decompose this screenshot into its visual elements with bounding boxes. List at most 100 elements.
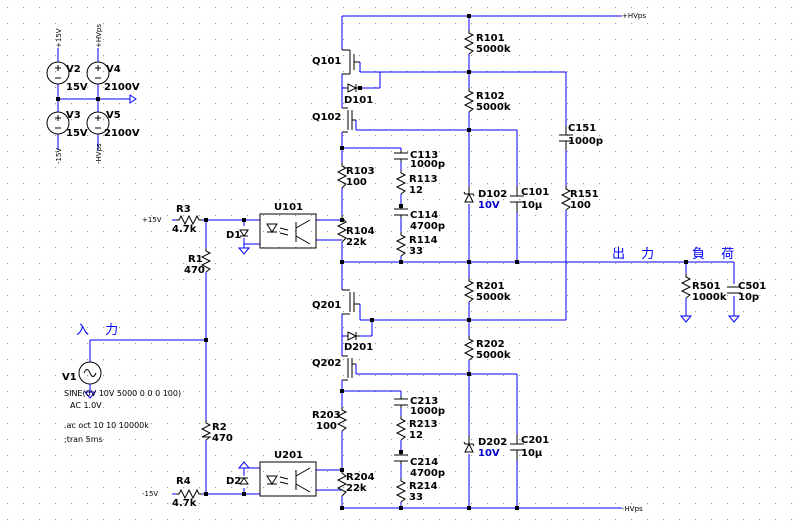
q201-ref: Q201 [312,300,341,311]
r101-symbol [463,30,475,55]
r114-value: 33 [409,246,423,257]
r213-ref: R213 [409,419,438,430]
output-label: 出 力 [612,247,660,262]
c213-value: 1000p [410,406,445,417]
diode-symbols [239,83,475,485]
v1-ac: AC 1.0V [70,401,102,410]
r4-symbol [176,488,202,500]
v1-value: SINE(0V 10V 5000 0 0 0 100) [64,389,181,398]
r501-symbol [680,274,692,299]
d201-ref: D201 [344,342,373,353]
r113-symbol [395,170,407,195]
net-15v-minus-input: -15V [142,490,158,498]
r103-ref: R103 [346,166,375,177]
v4-symbol [86,61,110,85]
resistor-symbols [176,30,692,503]
r202-ref: R202 [476,339,505,350]
r101-value: 5000k [476,44,511,55]
r102-value: 5000k [476,102,511,113]
r214-ref: R214 [409,481,438,492]
d2-symbol [239,477,249,485]
v3-symbol [46,111,70,135]
r2-symbol [200,420,212,441]
c213-symbol [394,396,408,408]
d101-symbol [346,83,360,93]
r113-ref: R113 [409,174,438,185]
directive-ac: .ac oct 10 10 10000k [64,421,149,430]
d201-symbol [346,331,360,341]
c501-value: 10p [738,292,759,303]
r114-symbol [395,232,407,257]
component-labels: V2 15V V3 15V V4 2100V V5 2100V V1 SINE(… [62,33,766,509]
r201-symbol [463,278,475,303]
c101-symbol [510,186,524,212]
r102-symbol [463,88,475,113]
q202-ref: Q202 [312,358,341,369]
q101-ref: Q101 [312,56,341,67]
c151-symbol [559,126,573,150]
r214-value: 33 [409,492,423,503]
c201-value: 10µ [521,448,543,459]
c501-symbol [727,286,741,294]
r201-ref: R201 [476,281,505,292]
r203-ref: R203 [312,410,341,421]
mosfet-symbols [342,49,360,381]
c214-symbol [394,452,408,464]
r501-ref: R501 [692,281,721,292]
r4-ref: R4 [176,476,191,487]
v3-value: 15V [66,128,88,139]
capacitor-symbols [394,126,741,464]
r2-ref: R2 [212,422,227,433]
c214-value: 4700p [410,468,445,479]
r202-value: 5000k [476,350,511,361]
d102-value: 10V [478,200,500,211]
v4-value: 2100V [104,82,140,93]
c213-ref: C213 [410,396,438,407]
net-15v-plus-source: +15V [55,28,63,48]
r201-value: 5000k [476,292,511,303]
c151-value: 1000p [568,136,603,147]
d102-ref: D102 [478,189,507,200]
c151-ref: C151 [568,123,596,134]
ground-d1 [237,247,251,255]
v4-ref: V4 [106,64,121,75]
r204-symbol [336,470,348,497]
c113-value: 1000p [410,159,445,170]
ground-c501 [727,315,741,323]
r2-value: 470 [212,433,233,444]
v5-value: 2100V [104,128,140,139]
r1-ref: R1 [188,254,203,265]
q102-symbol [342,107,356,133]
r103-symbol [336,163,348,189]
d202-ref: D202 [478,437,507,448]
r203-value: 100 [316,421,337,432]
v1-ref: V1 [62,372,77,383]
d102-symbol [463,186,475,203]
net-hv-minus-source: -HVps [95,143,103,164]
net-15v-plus-input: +15V [142,216,162,224]
q201-symbol [342,289,360,315]
d1-ref: D1 [226,230,241,241]
r151-value: 100 [570,200,591,211]
r1-value: 470 [184,265,205,276]
ground-v1 [83,384,97,399]
load-label: 負 荷 [692,247,740,262]
u101-symbol [259,213,317,249]
r151-symbol [560,186,572,211]
r4-value: 4.7k [172,498,197,509]
q102-ref: Q102 [312,112,341,123]
q101-symbol [342,49,360,75]
r202-symbol [463,336,475,361]
r213-value: 12 [409,430,423,441]
v2-ref: V2 [66,64,81,75]
v5-ref: V5 [106,110,121,121]
r1-symbol [200,248,212,273]
c101-value: 10µ [521,200,543,211]
r104-symbol [336,215,348,243]
optocoupler-symbols [259,213,317,497]
ground-supply [129,94,137,104]
r114-ref: R114 [409,235,438,246]
r203-symbol [336,407,348,432]
ground-symbols [83,94,741,469]
